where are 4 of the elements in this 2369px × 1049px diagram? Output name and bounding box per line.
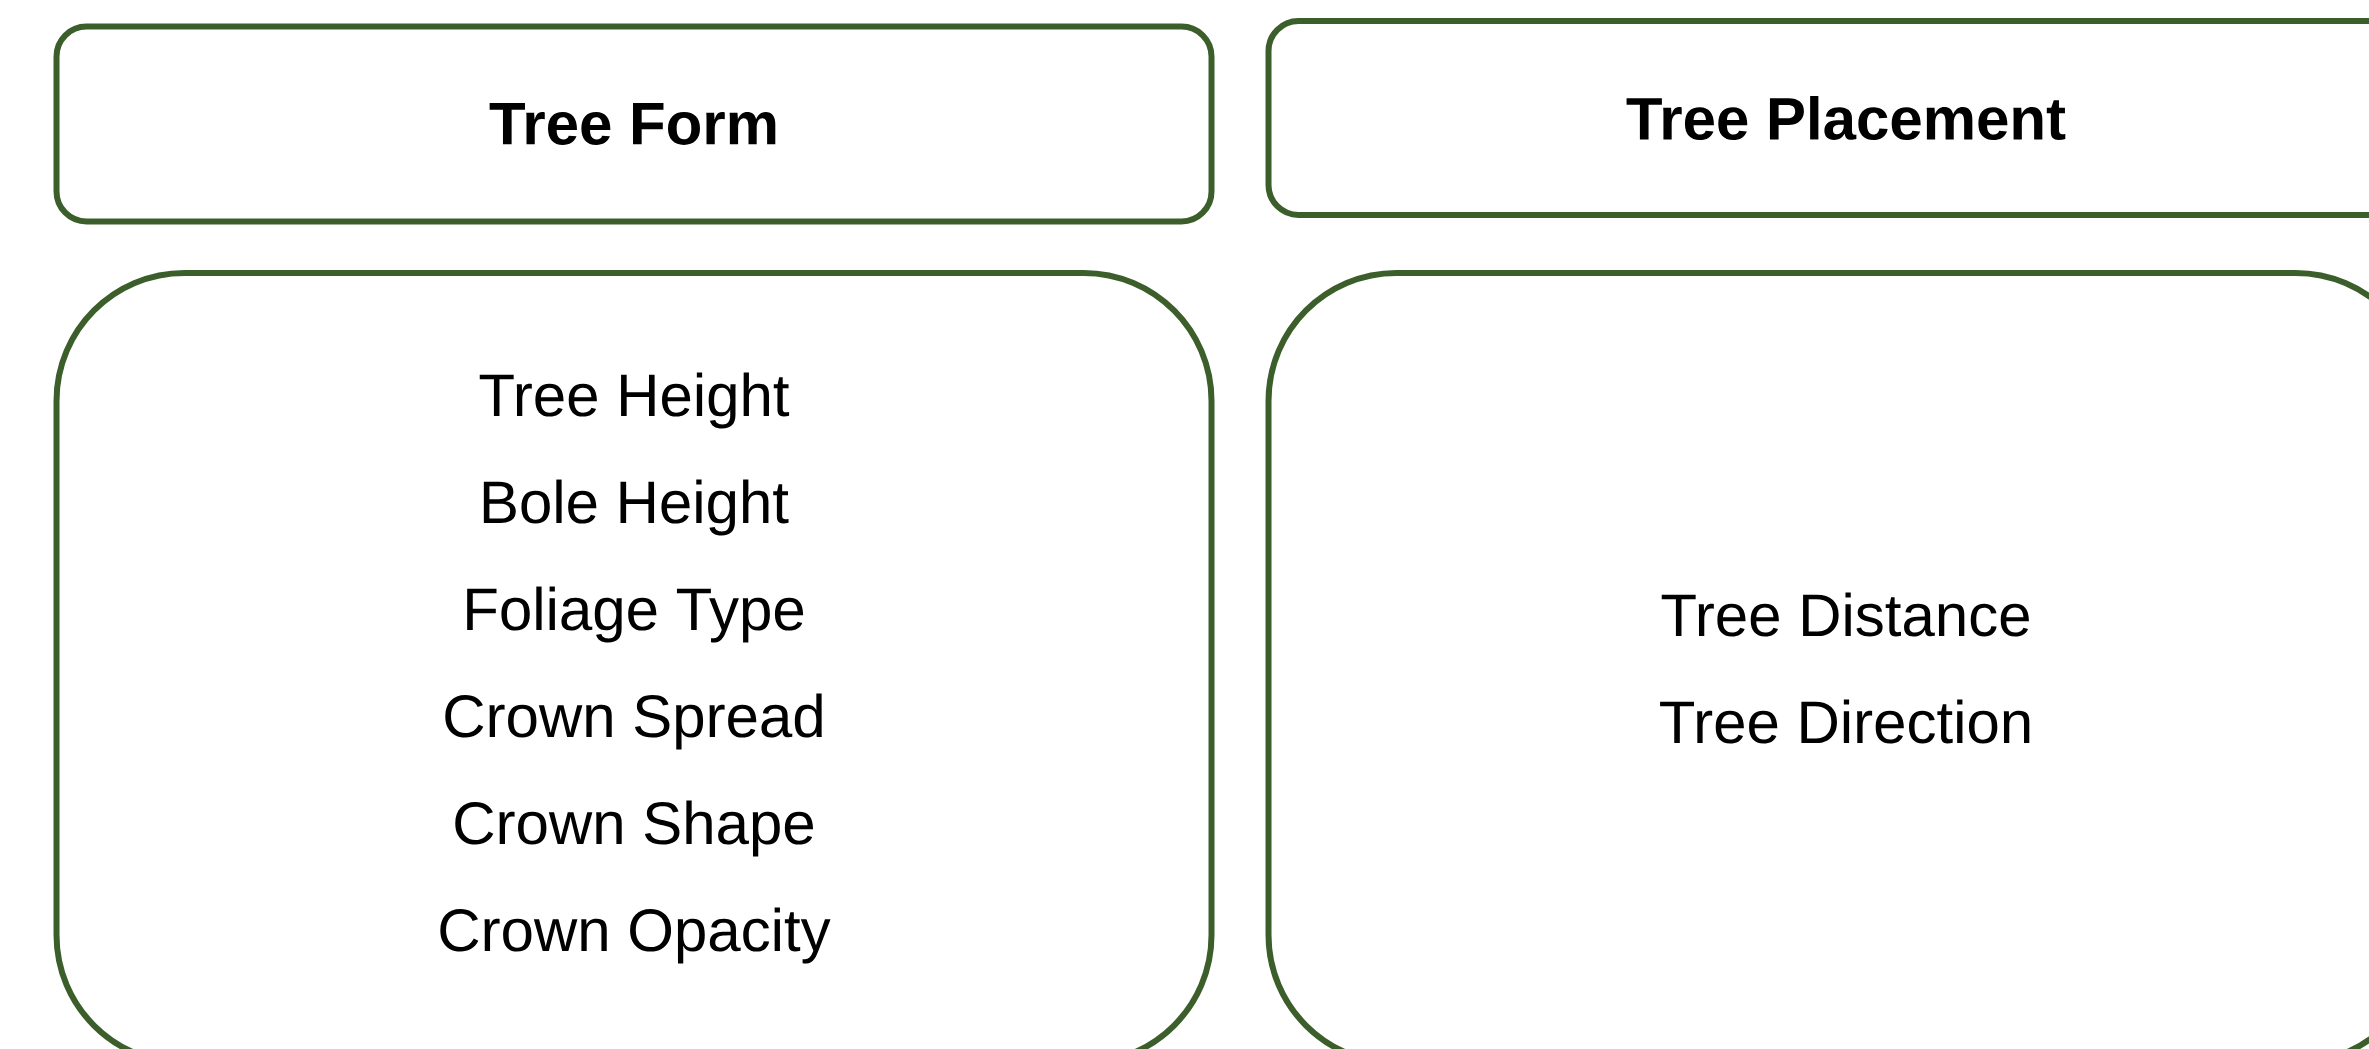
header-box: Tree Form bbox=[53, 23, 1215, 225]
list-box: Tree Distance Tree Direction bbox=[1265, 270, 2369, 1049]
list-box: Tree Height Bole Height Foliage Type Crown Spread Crown Shape Crown Opacity bbox=[53, 270, 1215, 1049]
header-box: Tree Placement bbox=[1265, 18, 2369, 218]
